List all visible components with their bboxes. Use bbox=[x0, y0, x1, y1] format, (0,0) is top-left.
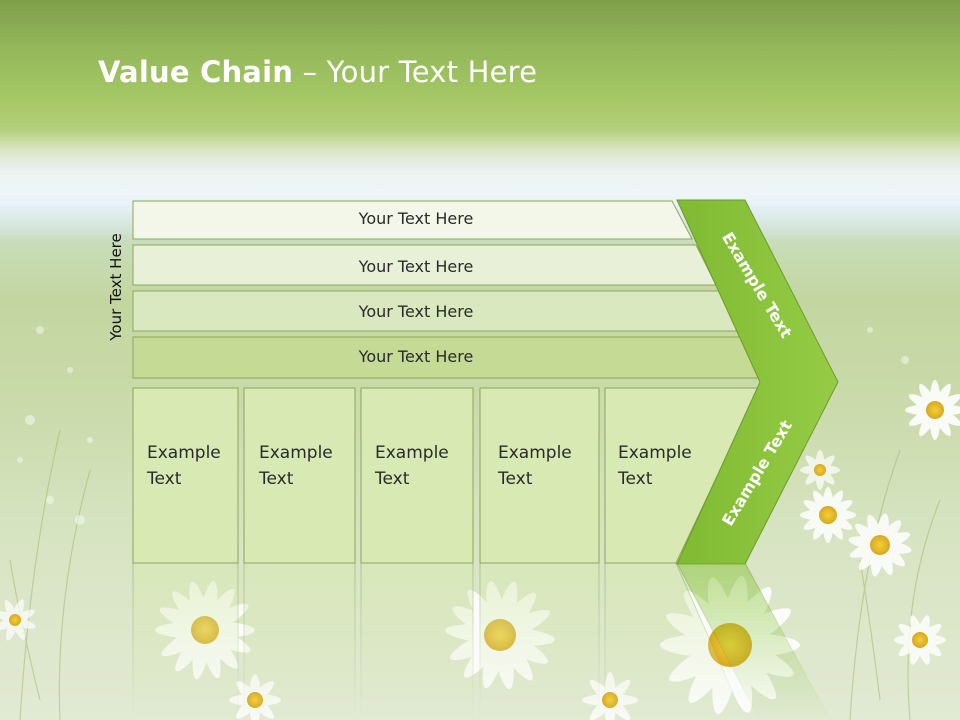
box-2-line1: Example bbox=[259, 443, 333, 463]
box-4-shape bbox=[479, 387, 600, 564]
box-2-line2: Text bbox=[259, 469, 294, 489]
bar-1-label: Your Text Here bbox=[358, 209, 474, 228]
title-rest: – Your Text Here bbox=[293, 55, 538, 89]
title-bold: Value Chain bbox=[98, 55, 294, 89]
box-3-line2: Text bbox=[375, 469, 410, 489]
box-5-line2: Text bbox=[618, 469, 653, 489]
box-1-line2: Text bbox=[147, 469, 182, 489]
box-3-line1: Example bbox=[375, 443, 449, 463]
box-1-shape bbox=[132, 387, 239, 564]
box-4-line2: Text bbox=[498, 469, 533, 489]
slide-title: Value Chain – Your Text Here bbox=[98, 55, 537, 89]
box-4-line1: Example bbox=[498, 443, 572, 463]
bar-2-label: Your Text Here bbox=[358, 257, 474, 276]
bar-3-label: Your Text Here bbox=[358, 302, 474, 321]
bar-1-shape bbox=[132, 200, 693, 240]
box-2-shape bbox=[243, 387, 356, 564]
bar-4-label: Your Text Here bbox=[358, 347, 474, 366]
box-3-shape bbox=[360, 387, 474, 564]
box-5-line1: Example bbox=[618, 443, 692, 463]
box-1-line1: Example bbox=[147, 443, 221, 463]
daisy-cluster-right bbox=[800, 380, 960, 665]
